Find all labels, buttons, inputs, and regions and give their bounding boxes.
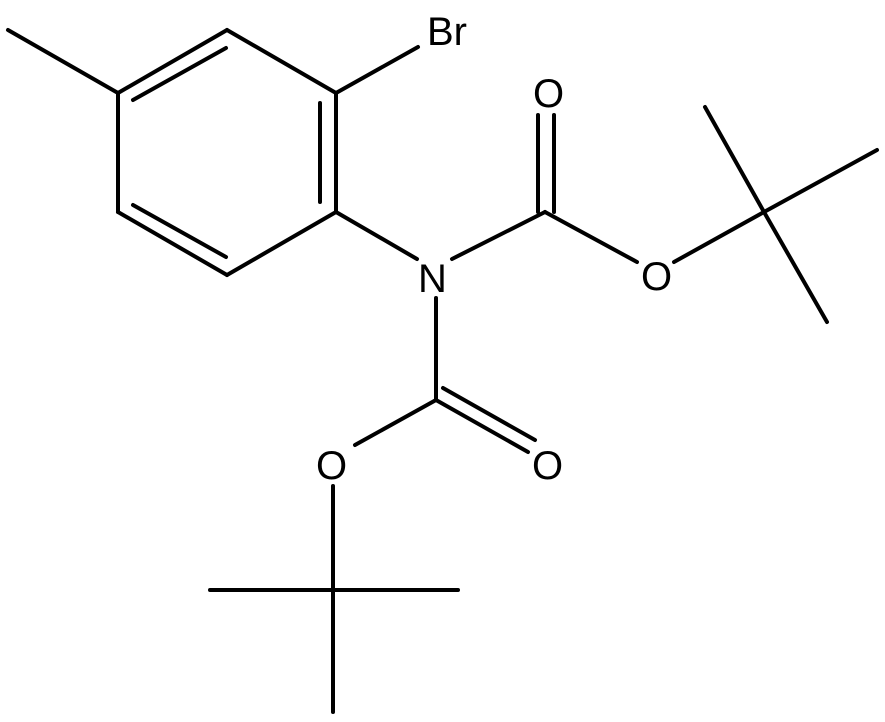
- ester-bond: [353, 398, 438, 447]
- carbonyl-oxygen-label: O: [532, 444, 563, 488]
- nitrogen-label: N: [418, 257, 447, 301]
- ring-bond: [116, 210, 229, 277]
- carbonyl-oxygen-label: O: [533, 72, 564, 116]
- tbutyl-methyl-bond: [762, 210, 829, 324]
- ring-bond: [225, 28, 338, 95]
- ester-bond: [543, 210, 639, 264]
- bromine-bond: [334, 45, 420, 95]
- benzene-ring: [116, 28, 338, 277]
- carbonyl-double-bond: [434, 398, 530, 454]
- boc-group-bottom: O O: [208, 296, 563, 714]
- ring-bond: [225, 210, 338, 277]
- ring-double-bond-inner: [131, 203, 228, 259]
- ring-bond: [116, 28, 229, 95]
- carbonyl-double-bond: [441, 386, 537, 442]
- tbutyl-methyl-bond: [703, 105, 766, 214]
- nitrogen-carbonyl-bond: [450, 210, 547, 261]
- oxygen-tbutyl-bond: [672, 210, 766, 264]
- methyl-bond: [6, 28, 120, 95]
- ring-nitrogen-bond: [334, 210, 419, 261]
- tbutyl-methyl-bond: [762, 148, 879, 214]
- bromine-label: Br: [427, 10, 467, 54]
- boc-group-top: O O: [450, 72, 879, 324]
- ester-oxygen-label: O: [316, 444, 347, 488]
- ester-oxygen-label: O: [641, 255, 672, 299]
- ring-double-bond-inner: [131, 46, 228, 102]
